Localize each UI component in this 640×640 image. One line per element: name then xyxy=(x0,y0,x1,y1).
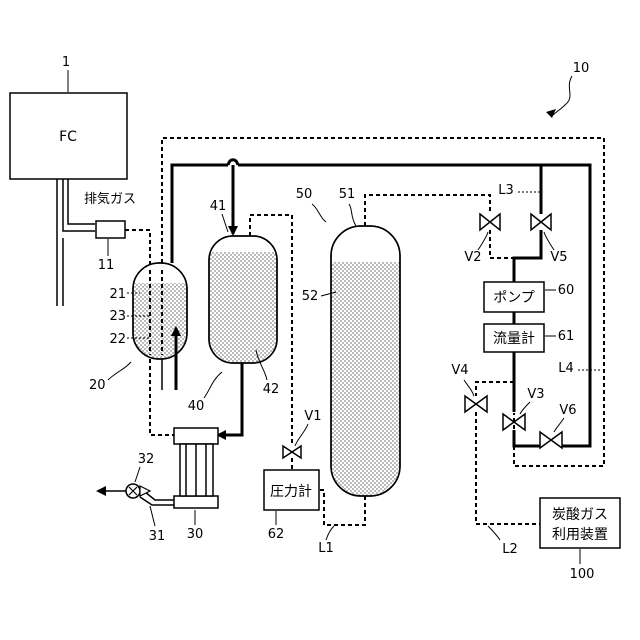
fuel-cell-ref: 1 xyxy=(62,55,70,70)
tank-to-v2-line xyxy=(365,195,490,226)
l3-label: L3 xyxy=(498,183,514,198)
l2-leader xyxy=(488,526,500,540)
outlet-valve-ref: 32 xyxy=(138,452,155,467)
absorber-outer-ref: 21 xyxy=(109,287,126,302)
sensor-box xyxy=(96,221,125,238)
storage-group-leader xyxy=(312,204,326,222)
outlet-check-valve xyxy=(126,484,150,498)
system-ref: 10 xyxy=(573,61,590,76)
absorber-inner-ref: 22 xyxy=(109,332,126,347)
storage-group-ref: 50 xyxy=(296,187,313,202)
storage-tank xyxy=(331,226,400,496)
valve-v6-label: V6 xyxy=(559,403,576,418)
pump-ref: 60 xyxy=(558,283,575,298)
v3-to-v6-pipe xyxy=(514,436,540,446)
valve-v3-label: V3 xyxy=(527,387,544,402)
l1-label: L1 xyxy=(318,541,334,556)
regenerator-vessel xyxy=(209,236,277,363)
co2-device-box: 炭酸ガス 利用装置 xyxy=(540,498,620,548)
hx-ref: 30 xyxy=(187,527,204,542)
pressure-gauge: 圧力計 xyxy=(264,470,319,510)
flow-meter-label: 流量計 xyxy=(493,331,535,347)
v4-to-co2-line xyxy=(476,412,540,524)
valve-v1[interactable] xyxy=(283,446,301,458)
pipe-crossover-icon xyxy=(228,160,238,165)
outlet-leader xyxy=(150,506,155,526)
valve-v1-label: V1 xyxy=(304,409,321,424)
valve-v5-label: V5 xyxy=(550,250,567,265)
co2-device-line1: 炭酸ガス xyxy=(552,507,608,523)
fuel-cell-label: FC xyxy=(59,129,77,145)
regenerator-to-hx-pipe xyxy=(218,363,242,435)
pressure-gauge-label: 圧力計 xyxy=(270,484,312,500)
exhaust-label: 排気ガス xyxy=(84,191,136,207)
valve-v1-leader xyxy=(295,424,308,446)
heat-exchanger xyxy=(174,428,218,508)
sensor-ref: 11 xyxy=(98,258,115,273)
regenerator-top-ref: 41 xyxy=(210,199,227,214)
valve-v3-leader xyxy=(520,402,530,414)
l3-leader xyxy=(518,192,540,200)
co2-device-line2: 利用装置 xyxy=(552,527,608,543)
absorber-leader xyxy=(108,362,131,380)
valve-v4[interactable] xyxy=(465,396,487,412)
regenerator-top-leader xyxy=(222,214,228,232)
valve-v4-label: V4 xyxy=(451,363,468,378)
v5-to-pump-pipe xyxy=(514,230,541,282)
outlet-valve-leader xyxy=(135,467,140,482)
pump-label: ポンプ xyxy=(493,290,535,306)
regenerator-media-ref: 42 xyxy=(263,382,280,397)
storage-tank-ref: 51 xyxy=(339,187,356,202)
l4-label: L4 xyxy=(558,361,574,376)
fuel-cell: FC xyxy=(10,93,127,179)
pressure-gauge-ref: 62 xyxy=(268,527,285,542)
sensor-signal-line xyxy=(125,230,150,270)
valve-v2-label: V2 xyxy=(464,250,481,265)
outlet-pipe xyxy=(145,492,174,500)
flow-meter-ref: 61 xyxy=(558,329,575,344)
l2-label: L2 xyxy=(502,542,518,557)
valve-v4-leader xyxy=(464,380,474,396)
valve-v5[interactable] xyxy=(531,214,551,230)
junction-to-v4-line xyxy=(476,382,514,396)
pump-box: ポンプ xyxy=(484,282,544,312)
regenerator-ref: 40 xyxy=(188,399,205,414)
absorber-ref: 20 xyxy=(89,378,106,393)
valve-v6[interactable] xyxy=(540,432,562,448)
storage-media-ref: 52 xyxy=(302,289,319,304)
valve-v2[interactable] xyxy=(480,214,500,230)
absorber-media-ref: 23 xyxy=(109,309,126,324)
storage-tank-leader xyxy=(349,204,356,226)
valve-v5-leader xyxy=(544,232,554,250)
valve-v2-leader xyxy=(478,232,488,250)
outlet-ref: 31 xyxy=(149,529,166,544)
v2-to-pump-line xyxy=(490,230,514,258)
regenerator-leader xyxy=(204,372,222,398)
valve-v6-leader xyxy=(554,418,564,432)
l1-leader xyxy=(326,526,334,540)
co2-device-ref: 100 xyxy=(570,567,595,582)
outlet-pipe-lower xyxy=(140,497,174,505)
flow-meter-box: 流量計 xyxy=(484,324,544,352)
absorber-vessel xyxy=(133,263,187,390)
